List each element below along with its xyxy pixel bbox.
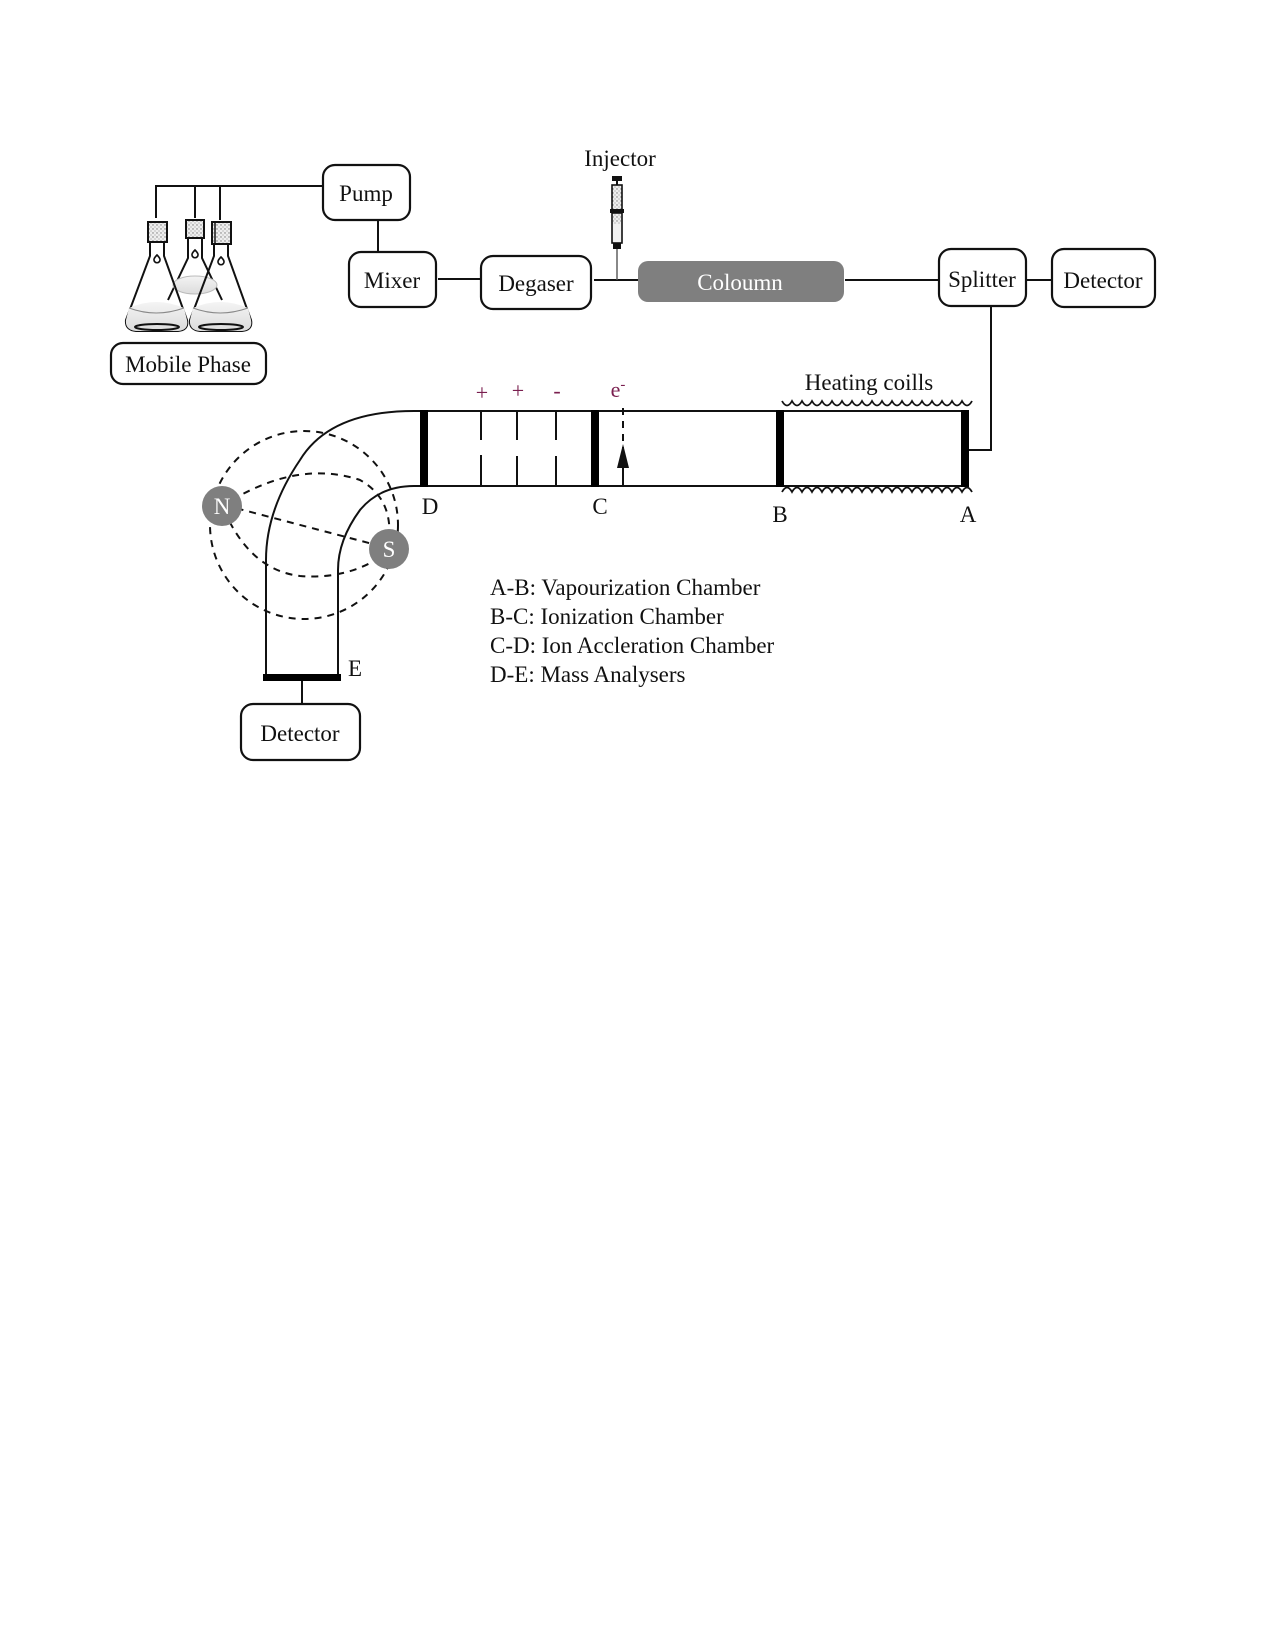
hplc-detector-label: Detector xyxy=(1063,268,1143,293)
ms-detector-box: Detector xyxy=(239,702,362,762)
mobile-phase-label: Mobile Phase xyxy=(125,352,251,377)
electron-label: e- xyxy=(611,377,626,402)
plate-e xyxy=(263,674,341,681)
ms-detector-label: Detector xyxy=(260,721,340,746)
splitter-box: Splitter xyxy=(937,247,1028,308)
column-label: Coloumn xyxy=(697,270,783,295)
point-a-label: A xyxy=(960,502,977,527)
charge-plus-1: + xyxy=(476,380,488,405)
acceleration-grids xyxy=(480,411,557,486)
point-b-label: B xyxy=(772,502,787,527)
legend-item: C-D: Ion Accleration Chamber xyxy=(490,633,775,658)
splitter-ms-connector xyxy=(966,307,992,451)
charge-minus: - xyxy=(553,378,560,403)
mobile-phase-box: Mobile Phase xyxy=(109,341,268,386)
splitter-label: Splitter xyxy=(948,267,1016,292)
mixer-box: Mixer xyxy=(347,250,438,309)
legend-item: A-B: Vapourization Chamber xyxy=(490,575,761,600)
electron-beam-arrow-icon xyxy=(617,408,629,486)
injector-label: Injector xyxy=(584,146,656,171)
plate-d xyxy=(420,410,428,487)
heating-coil-top-icon xyxy=(781,399,973,407)
chamber-legend: A-B: Vapourization Chamber B-C: Ionizati… xyxy=(490,575,775,687)
plate-a xyxy=(961,410,969,487)
mixer-label: Mixer xyxy=(364,268,421,293)
point-e-label: E xyxy=(348,656,362,681)
magnet-south: S xyxy=(369,529,409,569)
hplc-detector-box: Detector xyxy=(1050,247,1157,309)
charge-plus-2: + xyxy=(512,378,524,403)
column-box: Coloumn xyxy=(638,261,844,302)
magnet-north: N xyxy=(202,486,242,526)
legend-item: B-C: Ionization Chamber xyxy=(490,604,724,629)
degaser-box: Degaser xyxy=(479,254,593,311)
svg-text:N: N xyxy=(214,494,231,519)
solvent-tubing xyxy=(155,185,325,220)
plate-c xyxy=(591,410,599,487)
plate-b xyxy=(776,410,784,487)
pump-box: Pump xyxy=(321,163,412,222)
heating-coil-bottom-icon xyxy=(781,486,973,494)
point-c-label: C xyxy=(592,494,607,519)
magnetic-field-lines xyxy=(209,430,399,620)
solvent-flask-icon xyxy=(124,219,253,332)
legend-item: D-E: Mass Analysers xyxy=(490,662,686,687)
heating-coils-label: Heating coills xyxy=(805,370,933,395)
degaser-label: Degaser xyxy=(498,271,574,296)
ms-tube xyxy=(265,410,966,676)
pump-label: Pump xyxy=(339,181,393,206)
syringe-icon xyxy=(610,176,624,280)
point-d-label: D xyxy=(422,494,439,519)
svg-text:S: S xyxy=(383,537,396,562)
